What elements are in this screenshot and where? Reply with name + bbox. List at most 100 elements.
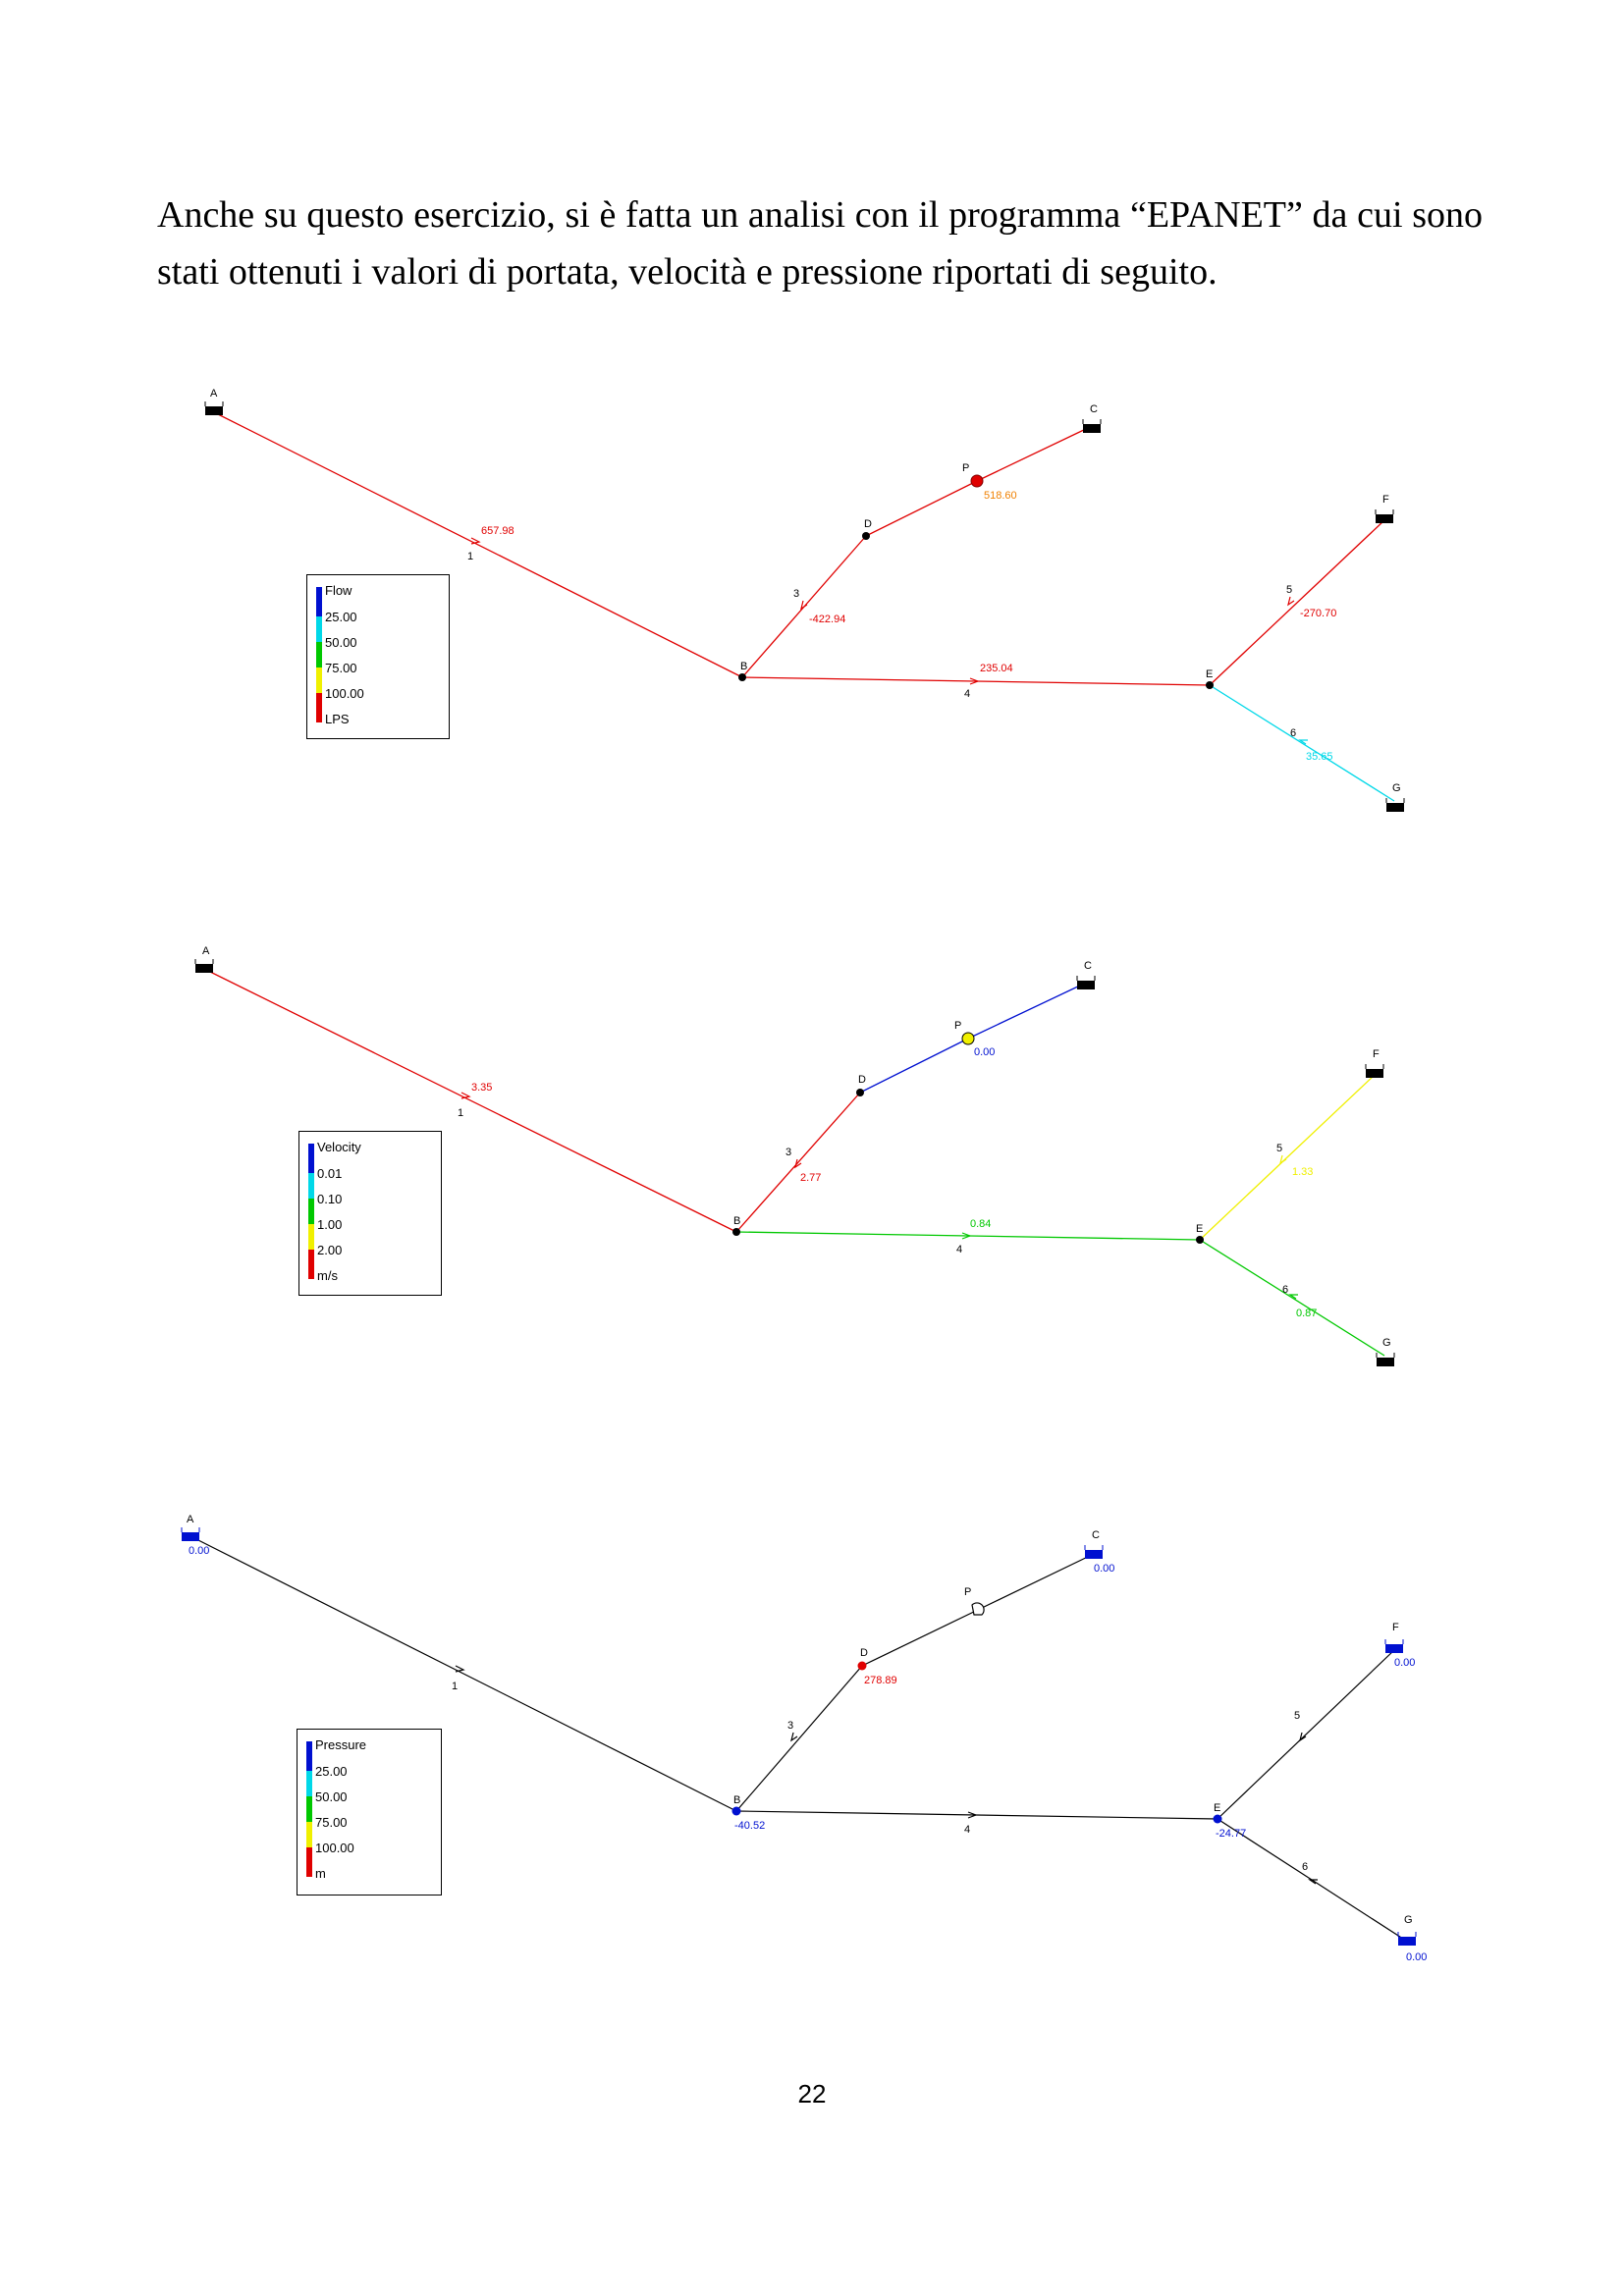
pressure-value-e: -24.77 <box>1216 1828 1246 1840</box>
velocity-legend-swatch-2 <box>308 1173 314 1199</box>
velocity-arrow-6 <box>1288 1294 1298 1300</box>
pressure-node-label-p: P <box>964 1586 971 1598</box>
flow-pump-icon <box>970 474 984 488</box>
flow-legend-value-1: 25.00 <box>325 610 357 624</box>
velocity-pipe-4 <box>735 1231 1201 1241</box>
velocity-legend-value-2: 0.10 <box>317 1192 343 1206</box>
flow-value-6: 35.65 <box>1306 751 1333 763</box>
flow-arrow-1 <box>470 537 481 545</box>
velocity-pipe-5 <box>1199 1074 1376 1241</box>
pressure-link-label-6: 6 <box>1302 1861 1308 1873</box>
velocity-node-label-e: E <box>1196 1223 1203 1235</box>
flow-arrow-3 <box>800 600 808 611</box>
pressure-value-g: 0.00 <box>1406 1951 1427 1963</box>
pressure-value-d: 278.89 <box>864 1675 897 1686</box>
flow-reservoir-f <box>1375 509 1394 523</box>
velocity-legend-swatch-5 <box>308 1250 314 1279</box>
pressure-node-label-d: D <box>860 1647 868 1659</box>
velocity-pump-icon <box>961 1032 975 1045</box>
velocity-arrow-4 <box>961 1232 972 1240</box>
velocity-legend-swatch-4 <box>308 1224 314 1250</box>
pressure-reservoir-c <box>1084 1545 1104 1559</box>
velocity-pipe-6 <box>1199 1239 1385 1357</box>
pressure-link-label-4: 4 <box>964 1824 970 1836</box>
flow-arrow-5 <box>1287 596 1295 607</box>
velocity-arrow-3 <box>794 1158 802 1169</box>
flow-junction-d <box>862 532 870 540</box>
velocity-pipe-pc <box>967 984 1083 1040</box>
pressure-legend-unit: m <box>315 1866 326 1881</box>
velocity-node-label-p: P <box>954 1020 961 1032</box>
velocity-node-label-d: D <box>858 1074 866 1086</box>
velocity-legend-unit: m/s <box>317 1268 338 1283</box>
flow-legend-unit: LPS <box>325 712 350 726</box>
velocity-reservoir-a <box>194 959 214 973</box>
flow-legend-value-4: 100.00 <box>325 686 364 701</box>
pressure-junction-e <box>1213 1814 1222 1824</box>
flow-network-diagram: A B C D E F G P 1 3 4 5 6 657.98 -422.94… <box>0 373 1624 834</box>
flow-link-label-5: 5 <box>1286 584 1292 596</box>
flow-legend-swatch-3 <box>316 642 322 667</box>
pressure-node-label-a: A <box>187 1514 194 1525</box>
pressure-reservoir-g <box>1397 1932 1417 1946</box>
flow-node-label-e: E <box>1206 668 1213 680</box>
pressure-link-label-5: 5 <box>1294 1710 1300 1722</box>
velocity-legend-title: Velocity <box>317 1140 361 1154</box>
flow-value-1: 657.98 <box>481 525 514 537</box>
flow-junction-e <box>1206 681 1214 689</box>
flow-node-label-f: F <box>1382 494 1389 506</box>
flow-reservoir-a <box>204 401 224 415</box>
pressure-arrow-3 <box>790 1732 798 1742</box>
intro-paragraph: Anche su questo esercizio, si è fatta un… <box>157 194 1483 293</box>
flow-junction-b <box>738 673 746 681</box>
velocity-junction-d <box>856 1089 864 1096</box>
pressure-node-label-b: B <box>733 1794 740 1806</box>
flow-node-label-g: G <box>1392 782 1401 794</box>
velocity-legend-swatch-3 <box>308 1199 314 1224</box>
velocity-arrow-1 <box>460 1092 471 1099</box>
pressure-pipe-3 <box>735 1665 863 1812</box>
velocity-network-diagram: A B C D E F G P 1 3 4 5 6 3.35 2.77 0.84… <box>0 928 1624 1389</box>
velocity-legend: Velocity 0.01 0.10 1.00 2.00 m/s <box>298 1131 442 1296</box>
pressure-arrow-6 <box>1308 1879 1318 1885</box>
velocity-legend-swatch-1 <box>308 1144 314 1173</box>
velocity-value-6: 0.87 <box>1296 1308 1317 1319</box>
velocity-link-label-4: 4 <box>956 1244 962 1255</box>
velocity-junction-e <box>1196 1236 1204 1244</box>
pressure-pump-icon <box>971 1602 985 1616</box>
flow-link-label-4: 4 <box>964 688 970 700</box>
velocity-value-5: 1.33 <box>1292 1166 1313 1178</box>
flow-node-label-b: B <box>740 661 747 672</box>
pressure-value-f: 0.00 <box>1394 1657 1415 1669</box>
pressure-legend-title: Pressure <box>315 1737 367 1752</box>
flow-pipe-5 <box>1209 519 1385 686</box>
pressure-pipe-5 <box>1217 1649 1395 1820</box>
flow-reservoir-c <box>1082 419 1102 433</box>
flow-link-label-3: 3 <box>793 588 799 600</box>
flow-arrow-6 <box>1298 739 1308 745</box>
pressure-legend: Pressure 25.00 50.00 75.00 100.00 m <box>297 1729 442 1896</box>
velocity-legend-value-3: 1.00 <box>317 1217 343 1232</box>
velocity-value-1: 3.35 <box>471 1082 492 1094</box>
velocity-value-pump: 0.00 <box>974 1046 995 1058</box>
flow-value-pump: 518.60 <box>984 490 1017 502</box>
flow-node-label-p: P <box>962 462 969 474</box>
flow-legend-value-2: 50.00 <box>325 635 357 650</box>
flow-pipe-1 <box>213 411 743 678</box>
pressure-legend-swatch-5 <box>306 1847 312 1877</box>
flow-node-label-d: D <box>864 518 872 530</box>
flow-link-label-1: 1 <box>467 551 473 562</box>
velocity-node-label-b: B <box>733 1215 740 1227</box>
pressure-arrow-4 <box>967 1811 978 1819</box>
flow-value-5: -270.70 <box>1300 608 1336 619</box>
velocity-node-label-g: G <box>1382 1337 1391 1349</box>
velocity-node-label-f: F <box>1373 1048 1380 1060</box>
flow-legend-value-3: 75.00 <box>325 661 357 675</box>
velocity-junction-b <box>732 1228 740 1236</box>
pressure-reservoir-a <box>181 1527 200 1541</box>
pressure-legend-swatch-1 <box>306 1741 312 1771</box>
pressure-pipe-dp <box>861 1608 981 1667</box>
pressure-value-a: 0.00 <box>189 1545 209 1557</box>
pressure-junction-d <box>857 1661 867 1671</box>
